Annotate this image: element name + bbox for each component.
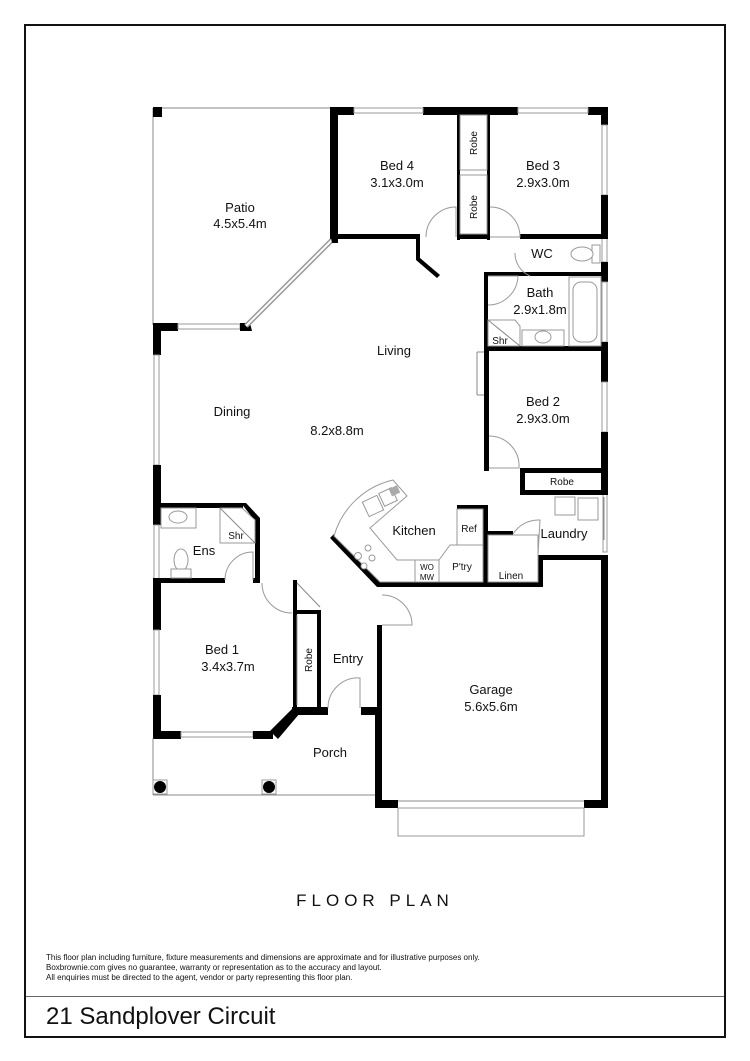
cooktop-icon [354,544,376,570]
ens-label: Ens [193,543,216,558]
wo-label: WO [420,563,434,572]
laundry-tub-icon [554,496,605,540]
footer-divider [26,996,724,997]
property-address: 21 Sandplover Circuit [46,1003,276,1030]
disclaimer-line-2: Boxbrownie.com gives no guarantee, warra… [46,963,382,972]
bed3-size: 2.9x3.0m [516,175,569,190]
dining-label: Dining [214,404,251,419]
ens-basin-icon [160,507,197,529]
kitchen-bench [333,479,484,583]
robe-bed1-label: Robe [304,648,315,672]
bed4-label: Bed 4 [380,158,414,173]
disclaimer-line-1: This floor plan including furniture, fix… [46,953,480,962]
basin-icon [521,329,565,347]
robe-bed2-label: Robe [550,477,574,488]
robe-label-top-1: Robe [469,131,480,155]
bath-shower-label: Shr [492,336,508,347]
bed1-label: Bed 1 [205,642,239,657]
living-label: Living [377,343,411,358]
ens-toilet-icon [170,548,192,579]
garage-size: 5.6x5.6m [464,699,517,714]
bed2-label: Bed 2 [526,394,560,409]
shower-icon [487,319,521,347]
linen-label: Linen [499,571,523,582]
porch-label: Porch [313,745,347,760]
floor-plan-title: FLOOR PLAN [296,891,454,910]
ens-shower-icon [219,507,256,544]
bed1-size: 3.4x3.7m [201,659,254,674]
garage-label: Garage [469,682,512,697]
robe-label-top-2: Robe [469,195,480,219]
ens-shower-label: Shr [228,531,244,542]
patio-label: Patio [225,200,255,215]
patio-size: 4.5x5.4m [213,216,266,231]
toilet-icon [570,244,601,264]
room-labels: Patio 4.5x5.4m Bed 4 3.1x3.0m Bed 3 2.9x… [193,131,588,760]
living-dining-size: 8.2x8.8m [310,423,363,438]
entry-label: Entry [333,651,364,666]
bed2-size: 2.9x3.0m [516,411,569,426]
patio-area [152,107,330,325]
linen-cupboard [487,534,539,583]
porch-area [152,738,375,796]
bathtub-icon [568,276,602,347]
pantry-label: P'try [452,562,472,573]
bed3-label: Bed 3 [526,158,560,173]
bath-size: 2.9x1.8m [513,302,566,317]
page-border [24,24,726,1038]
laundry-label: Laundry [541,526,588,541]
kitchen-label: Kitchen [392,523,435,538]
bed4-size: 3.1x3.0m [370,175,423,190]
doors [224,206,541,709]
interior-walls [153,114,608,710]
fixtures [160,244,605,583]
disclaimer: This floor plan including furniture, fix… [46,953,480,983]
mw-label: MW [420,573,435,582]
disclaimer-line-3: All enquiries must be directed to the ag… [46,973,353,982]
wc-label: WC [531,246,553,261]
ref-label: Ref [461,524,477,535]
bath-label: Bath [527,285,554,300]
